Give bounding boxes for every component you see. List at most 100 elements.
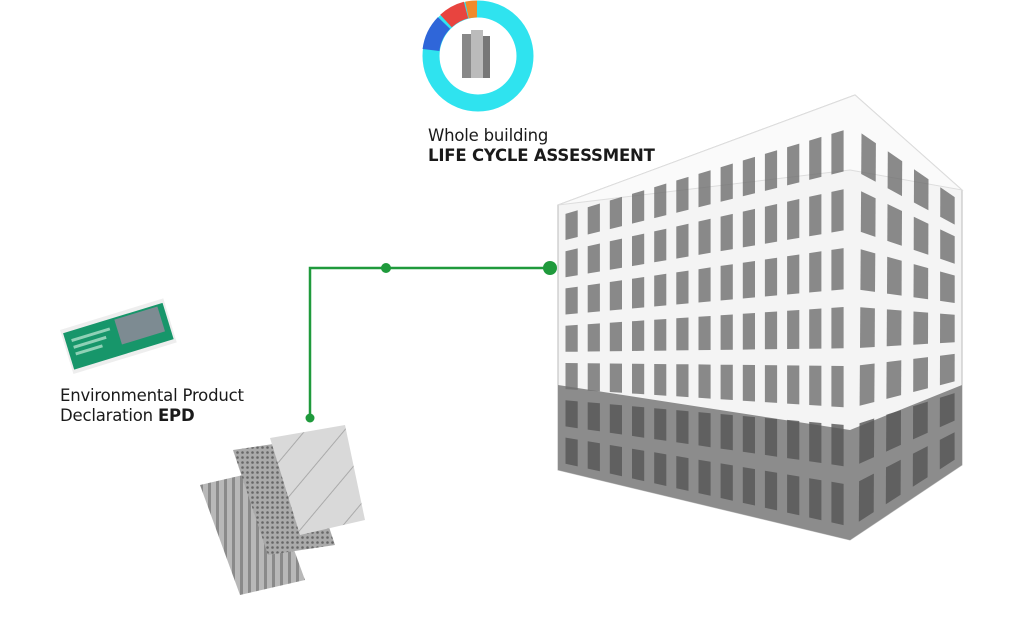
building-window: [565, 363, 578, 390]
building-window: [809, 365, 822, 406]
building-window: [742, 156, 755, 197]
building-window: [831, 248, 844, 291]
building-window: [885, 459, 901, 505]
epd-label-line2: Declaration: [60, 406, 158, 425]
building-window: [858, 473, 874, 522]
building-window: [887, 151, 903, 197]
building-window: [632, 190, 645, 224]
connector-line: [305, 261, 557, 423]
building-window: [632, 448, 645, 482]
building-window: [939, 393, 955, 428]
building-window: [654, 273, 667, 307]
building-window: [787, 474, 800, 516]
building-window: [587, 203, 600, 235]
building-window: [742, 416, 755, 454]
building-window: [609, 404, 622, 435]
building-window: [809, 251, 822, 293]
building-window: [913, 311, 929, 345]
building-window: [913, 169, 929, 211]
building-window: [742, 261, 755, 299]
building-window: [609, 196, 622, 230]
building-window: [887, 204, 902, 246]
building-window: [720, 213, 733, 252]
building-window: [609, 445, 622, 477]
building-window: [764, 311, 778, 350]
building-window: [764, 150, 778, 191]
building-window: [809, 308, 822, 349]
building-window: [913, 357, 928, 392]
building-window: [676, 270, 689, 305]
building-window: [587, 283, 600, 313]
building-icon: [557, 94, 964, 541]
building-window: [787, 143, 800, 186]
building-window: [609, 363, 622, 393]
building-window: [676, 317, 689, 351]
building-window: [913, 401, 928, 440]
building-window: [831, 365, 844, 408]
building-window: [742, 208, 755, 248]
building-window: [861, 133, 876, 182]
building-window: [886, 309, 902, 347]
building-window: [742, 313, 755, 350]
building-window: [632, 363, 645, 395]
building-window: [565, 400, 578, 429]
building-window: [609, 280, 622, 311]
building-window: [764, 418, 778, 457]
building-window: [764, 257, 778, 297]
building-window: [676, 176, 689, 213]
epd-document-icon: [60, 298, 177, 374]
epd-label: Environmental Product Declaration EPD: [60, 386, 244, 426]
building-window: [787, 365, 800, 405]
building-window: [720, 414, 733, 451]
building-window: [654, 364, 667, 396]
building-window: [698, 364, 711, 399]
building-window: [912, 446, 928, 487]
building-window: [887, 256, 902, 296]
building-window: [831, 423, 844, 467]
building-window: [698, 412, 711, 448]
building-window: [809, 194, 822, 237]
building-window: [831, 130, 844, 175]
building-window: [654, 408, 667, 441]
building-window: [720, 314, 733, 350]
building-window: [886, 360, 902, 399]
building-window: [565, 248, 578, 278]
building-window: [809, 421, 822, 463]
donut-chart-icon: [422, 0, 534, 112]
building-window: [565, 210, 578, 240]
building-window: [609, 238, 622, 270]
building-window: [565, 286, 578, 315]
building-window: [787, 419, 800, 460]
building-window: [860, 307, 875, 348]
building-window: [720, 364, 733, 400]
building-window: [632, 233, 645, 267]
building-window: [632, 406, 645, 438]
building-window: [654, 319, 667, 351]
building-window: [859, 418, 875, 464]
building-window: [940, 313, 955, 344]
building-window: [742, 467, 755, 506]
building-window: [654, 452, 667, 486]
building-window: [913, 216, 929, 255]
building-window: [940, 271, 955, 303]
lca-label-line2: LIFE CYCLE ASSESSMENT: [428, 146, 655, 165]
epd-label-line1: Environmental Product: [60, 386, 244, 405]
building-window: [676, 223, 689, 259]
material-tiles-icon: [200, 425, 365, 595]
lca-label-line1: Whole building: [428, 126, 549, 145]
building-window: [654, 228, 667, 263]
building-window: [787, 254, 800, 295]
building-window: [676, 456, 689, 491]
building-window: [632, 320, 645, 351]
building-window: [939, 353, 955, 386]
building-window: [764, 365, 778, 403]
building-window: [860, 249, 876, 292]
building-window: [831, 481, 844, 526]
building-window: [831, 307, 844, 349]
building-window: [787, 199, 800, 240]
building-window: [787, 310, 800, 349]
building-window: [698, 218, 711, 255]
building-window: [720, 264, 733, 301]
building-window: [587, 243, 600, 274]
